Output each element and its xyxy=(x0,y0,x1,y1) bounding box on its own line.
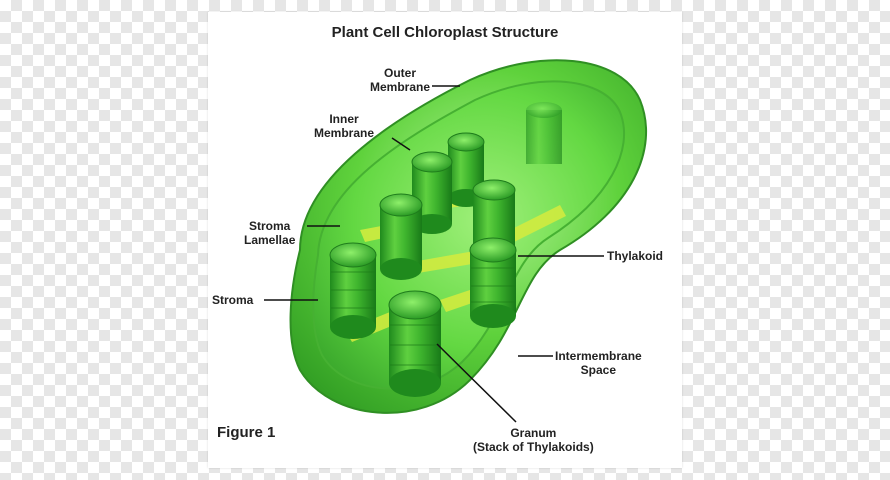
label-line: Membrane xyxy=(370,80,430,94)
label-line: Inner xyxy=(314,112,374,126)
label-inner-membrane: Inner Membrane xyxy=(314,112,374,140)
label-line: Stroma xyxy=(244,219,295,233)
label-outer-membrane: Outer Membrane xyxy=(370,66,430,94)
label-intermembrane-space: Intermembrane Space xyxy=(555,349,642,377)
label-line: Granum xyxy=(473,426,594,440)
label-granum: Granum (Stack of Thylakoids) xyxy=(473,426,594,454)
granum-stack xyxy=(470,238,516,328)
label-line: Lamellae xyxy=(244,233,295,247)
granum-stack xyxy=(380,194,422,280)
label-thylakoid: Thylakoid xyxy=(607,249,663,263)
granum-stack xyxy=(330,243,376,339)
label-stroma-lamellae: Stroma Lamellae xyxy=(244,219,295,247)
granum-stack xyxy=(389,291,441,397)
label-line: Intermembrane xyxy=(555,349,642,363)
label-line: Space xyxy=(555,363,642,377)
label-line: Outer xyxy=(370,66,430,80)
granum-stack xyxy=(526,102,562,164)
label-line: Membrane xyxy=(314,126,374,140)
label-line: (Stack of Thylakoids) xyxy=(473,440,594,454)
label-stroma: Stroma xyxy=(212,293,253,307)
